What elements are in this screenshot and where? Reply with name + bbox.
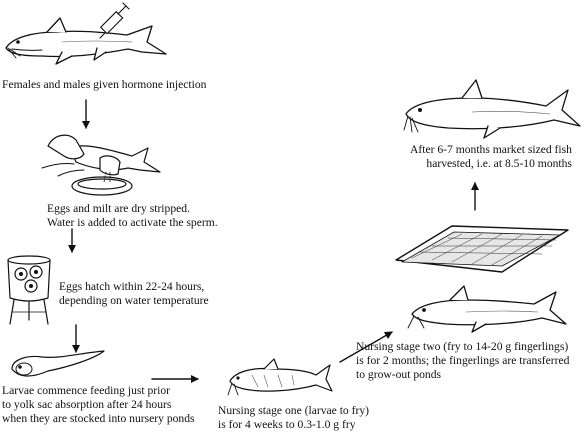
step-hormone-caption: Females and males given hormone injectio… — [2, 78, 207, 91]
hatching-jar-illustration — [7, 255, 51, 325]
step-stripping-caption: Eggs and milt are dry stripped. Water is… — [47, 202, 218, 229]
step-harvest-caption: After 6-7 months market sized fish harve… — [410, 143, 572, 170]
fry-illustration — [227, 358, 333, 396]
step-hatching-caption: Eggs hatch within 22-24 hours, depending… — [59, 280, 209, 307]
injected-fish-illustration — [5, 2, 167, 65]
step-nursing-one-caption: Nursing stage one (larvae to fry) is for… — [218, 404, 369, 431]
market-fish-illustration — [403, 79, 581, 139]
larva-illustration — [11, 350, 105, 377]
fingerling-illustration — [407, 285, 567, 333]
step-larvae-caption: Larvae commence feeding just prior to yo… — [2, 384, 195, 425]
step-nursing-two-caption: Nursing stage two (fry to 14-20 g finger… — [356, 340, 570, 381]
nursery-pond-illustration — [395, 225, 569, 273]
stripping-illustration — [41, 134, 161, 196]
arrow-fry-to-fingerling — [339, 331, 393, 363]
